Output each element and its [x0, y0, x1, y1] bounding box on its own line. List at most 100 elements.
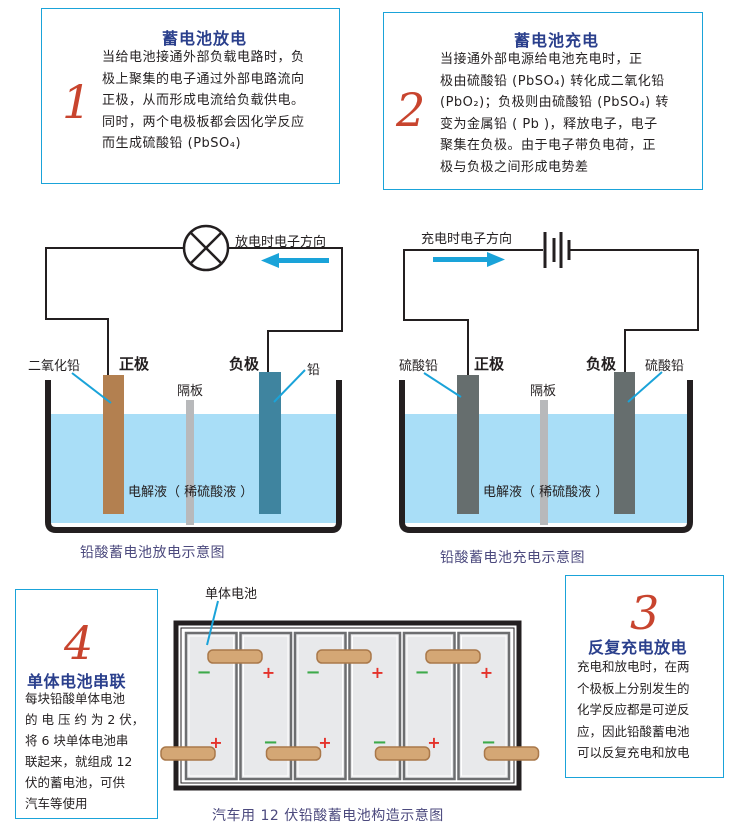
text-line: (PbO₂)；负极则由硫酸铅 (PbSO₄) 转 — [440, 95, 669, 110]
text-line: 充电和放电时，在两 — [577, 659, 690, 674]
circuit-wire — [569, 249, 699, 382]
text-line: 聚集在负极。由于电子带负电荷，正 — [440, 138, 657, 153]
positive-material-label: 硫酸铅 — [399, 359, 439, 374]
plus-sign: + — [209, 733, 222, 752]
leader-line — [71, 372, 112, 404]
text-line: 而生成硫酸铅 (PbSO₄) — [102, 136, 242, 151]
box-title-reversible: 反复充电放电 — [588, 638, 688, 657]
separator — [540, 400, 548, 525]
step-number-4: 4 — [64, 616, 94, 670]
info-box-series: 4 单体电池串联 每块铅酸单体电池 的 电 压 约 为 2 伏， 将 6 块单体… — [15, 589, 158, 819]
battery-icon — [543, 232, 571, 268]
text-line: 将 6 块单体电池串 — [25, 733, 129, 748]
text-line: 变为金属铅 ( Pb )，释放电子，电子 — [440, 116, 658, 132]
separator-label: 隔板 — [177, 384, 204, 399]
text-line: 极上聚集的电子通过外部电路流向 — [102, 71, 305, 87]
cell-inner — [188, 635, 234, 777]
lamp-icon — [182, 224, 230, 272]
leader-line — [206, 600, 219, 646]
discharge-diagram — [45, 224, 343, 533]
cell-inner — [406, 635, 452, 777]
discharge-caption: 铅酸蓄电池放电示意图 — [80, 545, 225, 561]
text-line: 当给电池接通外部负载电路时，负 — [102, 50, 305, 65]
cell-inner — [243, 635, 289, 777]
tank — [45, 380, 342, 533]
charge-diagram — [399, 232, 699, 533]
electron-arrow-left-icon — [261, 253, 329, 268]
electrolyte-label: 电解液（ 稀硫酸液 ） — [128, 485, 254, 500]
cell-inner — [352, 635, 398, 777]
step-number-3: 3 — [630, 586, 660, 640]
text-line: 伏的蓄电池，可供 — [25, 775, 126, 790]
text-line: 极由硫酸铅 (PbSO₄) 转化成二氧化铅 — [440, 73, 665, 89]
cell-connector — [374, 746, 431, 761]
circuit-wire — [403, 249, 543, 382]
cell-connector — [483, 746, 540, 761]
negative-label: 负极 — [229, 355, 260, 373]
cell-connector — [160, 746, 216, 761]
cell-connector — [316, 649, 372, 664]
box-body-series: 每块铅酸单体电池 的 电 压 约 为 2 伏， 将 6 块单体电池串 联起来，就… — [25, 688, 144, 814]
separator — [186, 400, 194, 525]
negative-material-label: 硫酸铅 — [645, 359, 685, 374]
minus-sign: − — [196, 662, 211, 683]
box-title-series: 单体电池串联 — [27, 672, 127, 691]
text-line: 每块铅酸单体电池 — [25, 691, 126, 706]
positive-label: 正极 — [474, 355, 505, 373]
electrolyte-label: 电解液（ 稀硫酸液 ） — [483, 485, 609, 500]
leader-line — [273, 369, 306, 403]
cell-inner — [461, 635, 507, 777]
positive-label: 正极 — [119, 355, 150, 373]
text-line: 当接通外部电源给电池充电时，正 — [440, 52, 643, 67]
cell-connector — [207, 649, 263, 664]
circuit-wire — [229, 247, 343, 382]
electron-direction-label: 放电时电子方向 — [235, 235, 327, 250]
plus-sign: + — [371, 663, 384, 682]
positive-plate-pbso4 — [457, 375, 479, 514]
cell-connector — [425, 649, 481, 664]
box-title-discharge: 蓄电池放电 — [162, 29, 248, 48]
cell-inner — [297, 635, 343, 777]
battery12v-caption: 汽车用 12 伏铅酸蓄电池构造示意图 — [212, 808, 444, 824]
text-line: 的 电 压 约 为 2 伏， — [25, 712, 145, 727]
text-line: 同时，两个电极板都会因化学反应 — [102, 114, 305, 130]
text-line: 汽车等使用 — [25, 796, 88, 811]
minus-sign: − — [305, 662, 320, 683]
box-body-charge: 当接通外部电源给电池充电时，正 极由硫酸铅 (PbSO₄) 转化成二氧化铅 (P… — [440, 49, 669, 178]
negative-material-label: 铅 — [307, 363, 321, 378]
negative-plate-pb — [259, 372, 281, 514]
box-title-charge: 蓄电池充电 — [514, 31, 600, 50]
text-line: 可以反复充电和放电 — [577, 745, 690, 760]
step-number-2: 2 — [396, 83, 426, 137]
leader-line — [627, 371, 663, 403]
electron-arrow-right-icon — [433, 252, 505, 267]
text-line: 化学反应都是可逆反 — [577, 702, 690, 717]
plus-sign: + — [427, 733, 440, 752]
charge-caption: 铅酸蓄电池充电示意图 — [440, 550, 585, 566]
text-line: 个极板上分别发生的 — [577, 680, 690, 696]
circuit-wire — [45, 247, 183, 382]
box-body-reversible: 充电和放电时，在两 个极板上分别发生的 化学反应都是可逆反 应，因此铅酸蓄电池 … — [577, 656, 690, 764]
text-line: 极与负极之间形成电势差 — [440, 159, 589, 175]
minus-sign: − — [414, 662, 429, 683]
negative-plate-pbso4 — [614, 372, 635, 514]
plus-sign: + — [318, 733, 331, 752]
positive-plate-pbo2 — [103, 375, 124, 514]
electron-direction-label: 充电时电子方向 — [421, 232, 513, 247]
positive-material-label: 二氧化铅 — [28, 359, 81, 374]
minus-sign: − — [263, 732, 278, 753]
cell-label: 单体电池 — [205, 587, 258, 602]
step-number-1: 1 — [62, 75, 92, 129]
text-line: 正极，从而形成电流给负载供电。 — [102, 93, 305, 108]
minus-sign: − — [372, 732, 387, 753]
plus-sign: + — [480, 663, 493, 682]
box-body-discharge: 当给电池接通外部负载电路时，负 极上聚集的电子通过外部电路流向 正极，从而形成电… — [102, 47, 305, 155]
leader-line — [423, 372, 462, 398]
info-box-discharge: 1 蓄电池放电 当给电池接通外部负载电路时，负 极上聚集的电子通过外部电路流向 … — [41, 8, 340, 184]
negative-label: 负极 — [586, 355, 617, 373]
tank — [399, 380, 693, 533]
battery-12v-diagram: −++−−++−−++− — [160, 600, 540, 791]
info-box-reversible: 3 反复充电放电 充电和放电时，在两 个极板上分别发生的 化学反应都是可逆反 应… — [565, 575, 724, 778]
separator-label: 隔板 — [530, 384, 557, 399]
